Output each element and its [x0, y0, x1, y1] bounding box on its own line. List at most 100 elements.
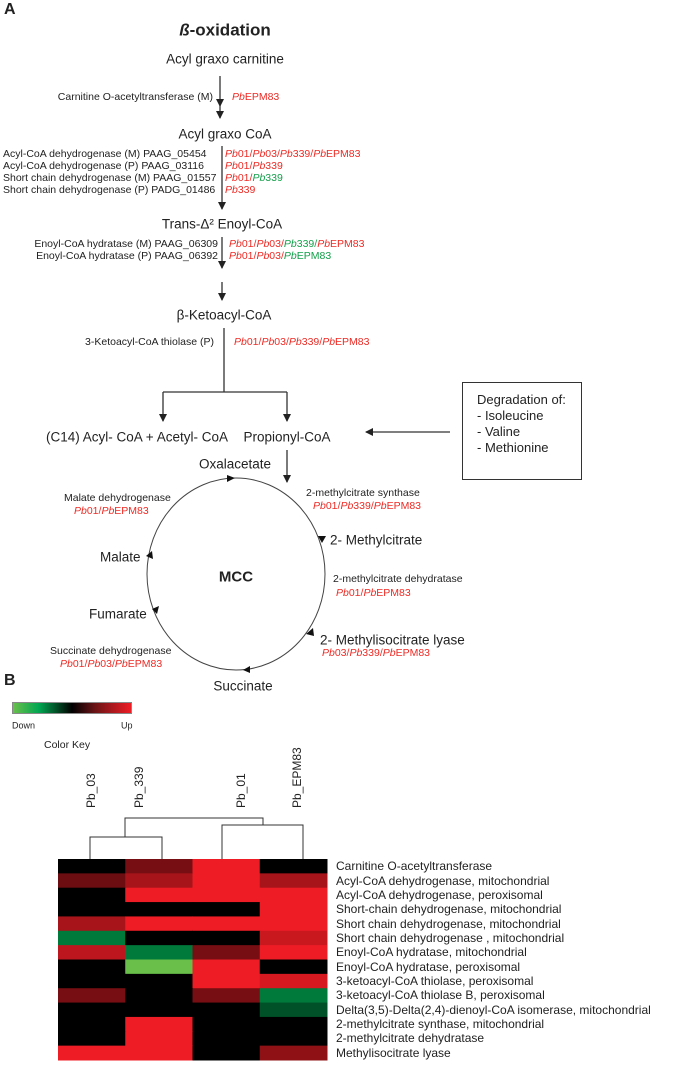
- strain-01-up: Pb01: [313, 499, 338, 512]
- panel-a-label: A: [4, 1, 16, 18]
- heatmap-cell: [58, 887, 126, 903]
- metabolite-malate: Malate: [100, 549, 141, 565]
- row-label: 2-methylcitrate synthase, mitochondrial: [336, 1017, 545, 1032]
- arrowhead-methylcitrate: [318, 536, 326, 543]
- column-label: Pb_03: [84, 773, 98, 808]
- heatmap-cell: [125, 887, 193, 903]
- strain-01-up: Pb01: [229, 249, 254, 262]
- strain-EPM83-up: PbEPM83: [382, 646, 431, 659]
- strain-separator: /: [111, 657, 115, 670]
- heatmap-cell: [125, 902, 193, 917]
- strain-339-up: Pb339: [279, 147, 311, 160]
- arrowhead-fumarate: [152, 606, 159, 614]
- strain-separator: /: [84, 657, 88, 670]
- heatmap-cell: [192, 988, 261, 1004]
- heatmap-cell: [125, 873, 193, 889]
- mcc-label: MCC: [218, 568, 254, 586]
- heatmap-cell: [125, 1045, 193, 1061]
- heatmap-cell: [58, 930, 126, 946]
- strain-339-up: Pb339: [349, 646, 380, 659]
- strain-EPM83-up: PbEPM83: [114, 657, 163, 670]
- row-label: Short-chain dehydrogenase, mitochondrial: [336, 902, 562, 917]
- heatmap-cell: [58, 1002, 126, 1018]
- heatmap-cell: [192, 859, 261, 874]
- row-label: 3-ketoacyl-CoA thiolase, peroxisomal: [336, 974, 534, 989]
- heatmap-cell: [259, 873, 328, 889]
- heatmap-cell: [259, 902, 328, 917]
- heatmap-cell: [125, 1016, 193, 1032]
- strain-339-up: Pb339: [340, 499, 371, 512]
- strains-mic-lyase: Pb03/Pb339/PbEPM83: [322, 648, 430, 659]
- panel-b-label: B: [4, 672, 16, 689]
- strain-EPM83-up: PbEPM83: [313, 147, 361, 160]
- heatmap-cell: [58, 873, 126, 889]
- heatmap-cell: [192, 916, 261, 932]
- heatmap-cell: [125, 1002, 193, 1018]
- pathway-title: ß-oxidation: [179, 22, 271, 39]
- strains-mc-synthase: Pb01/Pb339/PbEPM83: [313, 501, 421, 512]
- enzyme-malate-dh: Malate dehydrogenase: [64, 491, 171, 504]
- enzyme-carnitine: Carnitine O-acetyltransferase (M): [57, 90, 213, 103]
- row-label: Short chain dehydrogenase, mitochondrial: [336, 916, 561, 931]
- strain-separator: /: [379, 646, 383, 659]
- heatmap-cell: [259, 916, 328, 932]
- strain-01-up: Pb01: [225, 171, 250, 184]
- heatmap-cell: [58, 959, 126, 975]
- heatmap-cell: [192, 1031, 261, 1047]
- arrowhead-oxalacetate: [227, 475, 235, 482]
- color-key-down: Down: [12, 720, 36, 731]
- color-key-gradient: [12, 702, 132, 714]
- heatmap-cell: [125, 988, 193, 1004]
- strain-01-up: Pb01: [229, 237, 254, 250]
- strain-01-up: Pb01: [74, 504, 99, 517]
- heatmap-cell: [259, 988, 328, 1004]
- strain-separator: /: [249, 171, 253, 184]
- heatmap-cell: [259, 1031, 328, 1047]
- heatmap-cell: [259, 1016, 328, 1032]
- strain-339-down: Pb339: [252, 171, 283, 184]
- cycle-arrowheads: [146, 475, 326, 673]
- heatmap-cell: [259, 945, 328, 960]
- strains-succ-dh: Pb01/Pb03/PbEPM83: [60, 659, 162, 670]
- strain-03-up: Pb03: [87, 657, 112, 670]
- strain-separator: /: [319, 335, 323, 348]
- strain-01-up: Pb01: [336, 586, 361, 599]
- heatmap-cell: [259, 859, 328, 874]
- heatmap-cell: [259, 1002, 328, 1018]
- strains-acyl-dh-m: Pb01/Pb03/Pb339/PbEPM83: [225, 149, 360, 160]
- enzyme-enoyl-p: Enoyl-CoA hydratase (P) PAAG_06392: [36, 249, 218, 262]
- heatmap-cell: [192, 873, 261, 889]
- enzyme-enoyl-m: Enoyl-CoA hydratase (M) PAAG_06309: [34, 237, 218, 250]
- enzyme-succ-dh: Succinate dehydrogenase: [50, 644, 172, 657]
- color-key-up: Up: [121, 720, 133, 731]
- column-label: Pb_339: [132, 766, 146, 808]
- heatmap-cell: [125, 930, 193, 946]
- enzyme-mic-lyase: 2- Methylisocitrate lyase: [320, 632, 465, 648]
- metabolite-fumarate: Fumarate: [89, 606, 147, 622]
- strain-01-up: Pb01: [60, 657, 85, 670]
- degradation-item: - Valine: [477, 424, 521, 439]
- heatmap-cell: [125, 959, 193, 975]
- strain-03-up: Pb03: [256, 249, 281, 262]
- strain-separator: /: [370, 499, 374, 512]
- strain-EPM83-up: PbEPM83: [317, 237, 365, 250]
- row-label: 3-ketoacyl-CoA thiolase B, peroxisomal: [336, 988, 545, 1003]
- strain-separator: /: [253, 249, 257, 262]
- heatmap-cell: [192, 973, 261, 989]
- heatmap-cell: [125, 1031, 193, 1047]
- heatmap-cell: [58, 1045, 126, 1061]
- row-label: Acyl-CoA dehydrogenase, mitochondrial: [336, 873, 550, 888]
- strain-01-up: Pb01: [225, 147, 250, 160]
- degradation-box: Degradation of: - Isoleucine - Valine - …: [462, 382, 582, 480]
- heatmap-cell: [58, 945, 126, 960]
- heatmap-cell: [259, 973, 328, 989]
- metabolite-enoyl-coa: Trans-Δ² Enoyl-CoA: [161, 216, 283, 232]
- heatmap-cell: [58, 973, 126, 989]
- heatmap-cell: [58, 1031, 126, 1047]
- enzyme-acyl-dh-p: Acyl-CoA dehydrogenase (P) PAAG_03116: [3, 159, 204, 172]
- strain-03-up: Pb03: [261, 335, 286, 348]
- strain-339-down: Pb339: [283, 237, 315, 250]
- row-label: Methylisocitrate lyase: [336, 1045, 451, 1060]
- strain-339-up: Pb339: [225, 183, 256, 196]
